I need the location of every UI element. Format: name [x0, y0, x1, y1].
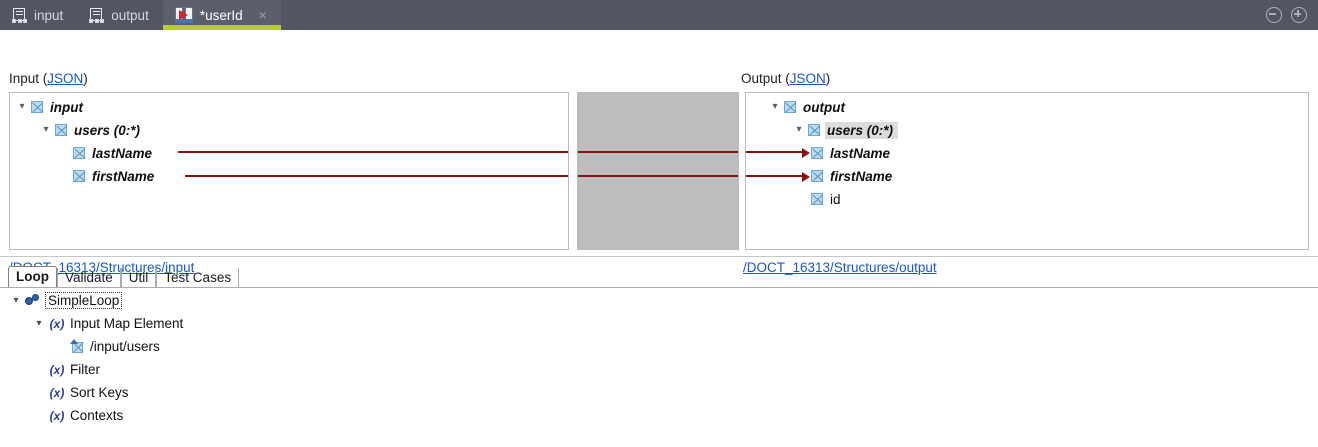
- input-panel-caption: Input (JSON): [9, 71, 88, 86]
- tree-node-label: SimpleLoop: [44, 292, 123, 309]
- tree-node-firstname[interactable]: firstName: [811, 166, 892, 186]
- chevron-down-icon[interactable]: ▾: [13, 294, 19, 306]
- tree-node-lastname[interactable]: lastName: [811, 143, 890, 163]
- field-icon: [73, 147, 85, 159]
- arrowhead-lastname: [802, 148, 810, 158]
- field-icon: [811, 170, 823, 182]
- connector-line-firstname-canvas: [578, 175, 738, 177]
- output-panel-caption: Output (JSON): [741, 71, 830, 86]
- tree-node-sort-keys[interactable]: (x) Sort Keys: [48, 382, 129, 403]
- output-tree-panel[interactable]: ▾ output ▾ users (0:*) lastName firstNam…: [745, 92, 1309, 250]
- field-icon: [55, 124, 67, 136]
- output-caption-prefix: Output (: [741, 71, 790, 86]
- tree-node-filter[interactable]: (x) Filter: [48, 359, 100, 380]
- field-icon: [73, 170, 85, 182]
- chevron-down-icon[interactable]: ▾: [36, 317, 42, 329]
- tree-node-input[interactable]: ▾ input: [16, 97, 83, 117]
- tree-node-label: lastName: [92, 145, 153, 161]
- input-json-link[interactable]: JSON: [47, 71, 84, 86]
- tree-node-label: Input Map Element: [70, 316, 184, 331]
- tab-loop[interactable]: Loop: [8, 266, 57, 287]
- tree-node-label: firstName: [92, 168, 155, 184]
- tree-node-label: Sort Keys: [70, 385, 129, 400]
- chevron-down-icon[interactable]: ▾: [796, 124, 802, 135]
- tab-label: input: [34, 7, 64, 23]
- arrowhead-firstname: [802, 172, 810, 182]
- chevron-down-icon[interactable]: ▾: [772, 101, 778, 112]
- tree-node-label: Filter: [70, 362, 100, 377]
- tree-node-users[interactable]: ▾ users (0:*): [793, 120, 899, 140]
- loop-gear-icon: [25, 293, 41, 308]
- tab-label: *userId: [199, 7, 243, 23]
- window-controls: [1266, 0, 1318, 30]
- input-caption-prefix: Input (: [9, 71, 48, 86]
- document-grid-icon: [89, 7, 105, 23]
- tab-test-cases[interactable]: Test Cases: [156, 268, 240, 287]
- connector-line-lastname-canvas: [578, 151, 738, 153]
- tab-userid[interactable]: *userId ×: [162, 0, 281, 30]
- tree-node-input-map-element[interactable]: ▾ (x) Input Map Element: [33, 313, 183, 334]
- tree-node-label: input: [50, 99, 83, 115]
- tree-node-input-users-path[interactable]: /input/users: [70, 336, 160, 357]
- tab-output[interactable]: output: [77, 0, 163, 30]
- connector-line-lastname: [178, 151, 568, 153]
- section-divider: [0, 256, 1318, 257]
- tree-node-id[interactable]: id: [811, 189, 841, 209]
- output-json-link[interactable]: JSON: [789, 71, 826, 86]
- variable-x-icon: (x): [49, 385, 65, 400]
- tree-node-label: users (0:*): [74, 122, 141, 138]
- field-icon: [808, 124, 820, 136]
- tab-input[interactable]: input: [0, 0, 77, 30]
- input-caption-suffix: ): [83, 71, 88, 86]
- properties-tab-bar: Loop Validate Util Test Cases: [8, 266, 240, 287]
- connector-line-firstname-in: [746, 175, 804, 177]
- tree-node-label: lastName: [830, 145, 891, 161]
- tree-node-label: users (0:*): [825, 121, 899, 139]
- tree-node-simpleloop[interactable]: ▾ SimpleLoop: [10, 290, 123, 311]
- tree-node-label: firstName: [830, 168, 893, 184]
- connector-line-firstname: [185, 175, 568, 177]
- tree-node-firstname[interactable]: firstName: [73, 166, 154, 186]
- output-structure-link[interactable]: /DOCT_16313/Structures/output: [743, 260, 937, 275]
- tab-label: output: [111, 7, 149, 23]
- output-caption-suffix: ): [825, 71, 831, 86]
- variable-x-icon: (x): [49, 362, 65, 377]
- mapping-arrow-icon: [174, 7, 193, 23]
- input-tree-panel[interactable]: ▾ input ▾ users (0:*) lastName firstName: [9, 92, 569, 250]
- tree-node-contexts[interactable]: (x) Contexts: [48, 405, 124, 426]
- tree-node-label: /input/users: [90, 339, 160, 354]
- field-icon: [811, 147, 823, 159]
- connector-line-lastname-in: [746, 151, 804, 153]
- minus-circle-icon[interactable]: [1266, 7, 1282, 23]
- map-element-icon: [70, 339, 84, 353]
- plus-circle-icon[interactable]: [1291, 7, 1307, 23]
- tab-validate[interactable]: Validate: [57, 268, 121, 287]
- variable-x-icon: (x): [49, 316, 65, 331]
- variable-x-icon: (x): [49, 408, 65, 423]
- document-grid-icon: [12, 7, 27, 23]
- close-icon[interactable]: ×: [258, 7, 267, 23]
- tree-node-label: output: [803, 99, 845, 115]
- chevron-down-icon[interactable]: ▾: [43, 124, 49, 135]
- tree-node-lastname[interactable]: lastName: [73, 143, 152, 163]
- tree-node-output[interactable]: ▾ output: [769, 97, 845, 117]
- chevron-down-icon[interactable]: ▾: [19, 101, 25, 112]
- tree-node-users[interactable]: ▾ users (0:*): [40, 120, 140, 140]
- editor-tab-bar: input output *userId ×: [0, 0, 1318, 30]
- tree-node-label: Contexts: [70, 408, 124, 423]
- tab-util[interactable]: Util: [120, 268, 157, 287]
- field-icon: [31, 101, 43, 113]
- tree-node-label: id: [830, 191, 841, 207]
- field-icon: [811, 193, 823, 205]
- properties-tab-rule: [0, 287, 1318, 288]
- mapping-canvas-panel[interactable]: [577, 92, 739, 250]
- field-icon: [784, 101, 796, 113]
